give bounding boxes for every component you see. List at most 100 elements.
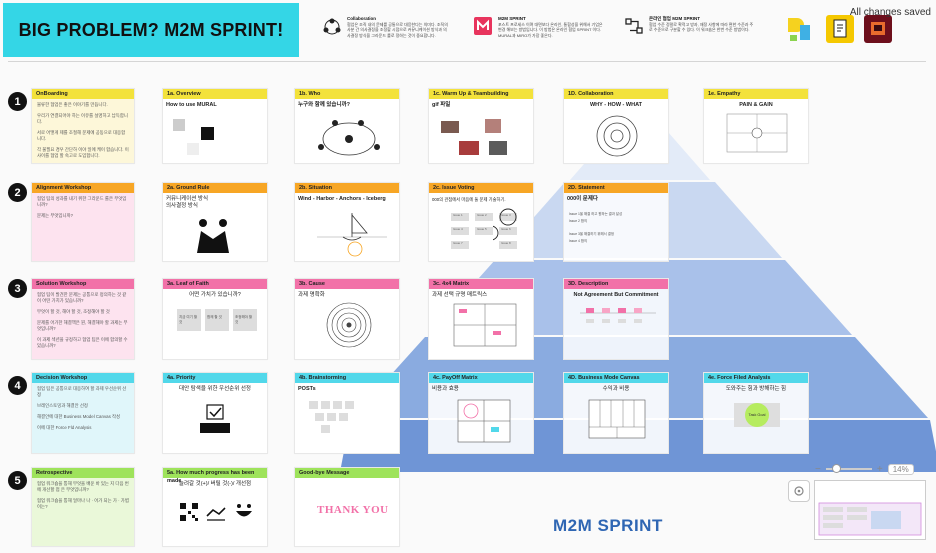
card-subtitle: 000이 문제다 <box>567 196 598 202</box>
card-subtitle: WHY - HOW - WHAT <box>589 102 643 108</box>
post-it <box>309 401 318 409</box>
card-line: 협업 팀의 성과를 내기 위한 그라운드 룰은 무엇입니까? <box>37 196 127 207</box>
zoom-slider-thumb[interactable] <box>831 464 841 473</box>
activity-card-2c[interactable]: 2c. Issue Voting 000의 관점에서 마음에 둘 문제 기술하기… <box>428 182 534 262</box>
activity-card-2d[interactable]: 2D. Statement 000이 문제다 Issue 1을 해결 하고 원하… <box>563 182 669 262</box>
card-tag: 3b. Cause <box>295 279 399 289</box>
activity-card-1b[interactable]: 1b. Who 누구와 함께 있습니까? <box>294 88 400 164</box>
activity-card-4c[interactable]: 4c. PayOff Matrix 비용과 효용 <box>428 372 534 454</box>
vote-circle <box>493 208 517 241</box>
step-number: 2 <box>8 183 27 202</box>
pyramid-label: M2M SPRINT <box>553 516 663 535</box>
activity-card-3b[interactable]: 3b. Cause 과제 명확화 <box>294 278 400 360</box>
activity-card-4e[interactable]: 4e. Force Filed Analysis 도와주는 힘과 방해하는 힘 … <box>703 372 809 454</box>
step-number: 3 <box>8 279 27 298</box>
card-line: 협업 팀이 발견한 문제는 공통으로 정의하는 것 같이 어떤 가치가 있습니까… <box>37 292 127 303</box>
fit-view-icon <box>794 486 804 496</box>
activity-card-1c[interactable]: 1c. Warm Up & Teambuilding gif 파일 <box>428 88 534 164</box>
card-tag: Good-bye Message <box>295 468 399 478</box>
card-line: 이에 대한 Force Fld Analysis <box>37 425 92 430</box>
post-it <box>321 401 330 409</box>
activity-card-1e[interactable]: 1e. Empathy PAIN & GAIN <box>703 88 809 164</box>
people-network-icon <box>323 18 341 35</box>
issue-sticky: Issue 7 <box>451 241 469 249</box>
card-subtitle: 늘려갈 것(+)/ 버릴 것(-)/ 개선점 <box>178 481 252 487</box>
save-status: All changes saved <box>849 7 931 18</box>
card-line: 이 과제 섹션을 규정하고 협업 팀은 이에 합의할 수 있습니까? <box>37 337 128 348</box>
decision-card[interactable]: Decision Workshop 협업 팀은 공통으로 대응하여 할 과제 우… <box>31 372 135 454</box>
minimap[interactable] <box>814 480 926 540</box>
card-subtitle: Wind - Harbor - Anchors - Iceberg <box>298 196 386 202</box>
step-number: 1 <box>8 92 27 111</box>
alignment-card[interactable]: Alignment Workshop 협업 팀의 성과를 내기 위한 그라운드 … <box>31 182 135 262</box>
card-line: 협업 팀은 공통으로 대응하여 할 과제 우선순위 선정 <box>37 386 127 397</box>
notebook-icon[interactable] <box>826 15 854 43</box>
activity-card-2a[interactable]: 2a. Ground Rule 커뮤니케이션 방식 의사결정 방식 <box>162 182 268 262</box>
post-it <box>315 413 324 421</box>
activity-card-goodbye[interactable]: Good-bye Message THANK YOU <box>294 467 400 547</box>
gif-thumbnail <box>485 119 501 133</box>
card-line: 협업 워크숍을 통해 무엇을 배운 바 있는 지 다음 번에 개선할 점 은 무… <box>37 481 129 492</box>
zoom-slider[interactable] <box>825 464 872 473</box>
activity-card-4a[interactable]: 4a. Priority 대안 탐색을 위한 우선순위 선정 <box>162 372 268 454</box>
solution-card[interactable]: Solution Workshop 협업 팀이 발견한 문제는 공통으로 정의하… <box>31 278 135 360</box>
activity-card-2b[interactable]: 2b. Situation Wind - Harbor - Anchors - … <box>294 182 400 262</box>
profile-avatar-icon[interactable] <box>864 15 892 43</box>
card-tag: 1e. Empathy <box>704 89 808 99</box>
card-subtitle: Not Agreement But Commitment <box>573 292 659 298</box>
zoom-in-button[interactable]: + <box>876 463 883 475</box>
activity-card-4b[interactable]: 4b. Brainstorming POSTs <box>294 372 400 454</box>
commitment-timeline <box>580 308 656 323</box>
activity-card-1a[interactable]: 1a. Overview How to use MURAL <box>162 88 268 164</box>
card-line: 해결안에 대한 Business Model Canvas 작성 <box>37 414 121 419</box>
zoom-out-button[interactable]: − <box>815 463 821 475</box>
zoom-level[interactable]: 14% <box>887 463 914 475</box>
card-subtitle: How to use MURAL <box>166 102 217 108</box>
activity-card-3c[interactable]: 3c. 4x4 Matrix 과제 선택 규명 매트릭스 <box>428 278 534 360</box>
legend-text: 포스트 프로세스 이며 대면보다 온라인, 통합성을 위해서 기업은 변경 해보… <box>498 21 603 38</box>
card-title: Alignment Workshop <box>32 183 134 193</box>
retrospective-card[interactable]: Retrospective 협업 워크숍을 통해 무엇을 배운 바 있는 지 다… <box>31 467 135 547</box>
card-subtitle: POSTs <box>298 386 316 392</box>
post-it <box>339 413 348 421</box>
card-tag: 2a. Ground Rule <box>163 183 267 193</box>
legend-title: Collaboration <box>347 16 376 21</box>
activity-card-4d[interactable]: 4D. Business Mode Canvas 수익과 비용 <box>563 372 669 454</box>
thank-you-text: THANK YOU <box>317 504 389 516</box>
card-tag: 4b. Brainstorming <box>295 373 399 383</box>
statement-line: Issue 2 합의 <box>569 219 588 223</box>
statement-line: Issue 4 합의 <box>569 239 588 243</box>
golden-circle-diagram <box>596 115 638 157</box>
card-line: 무엇이 할 것, 해야 할 것, 조정해야 할 것 <box>37 309 110 314</box>
sailboat-diagram <box>317 213 387 257</box>
issue-sticky: Issue 2 <box>475 213 493 221</box>
legend-title: M2M SPRINT <box>498 16 526 21</box>
card-subtitle: 대안 탐색을 위한 우선순위 선정 <box>179 386 251 392</box>
header-divider <box>8 61 926 62</box>
activity-card-1d[interactable]: 1D. Collaboration WHY - HOW - WHAT <box>563 88 669 164</box>
onboarding-card[interactable]: OnBoarding 불류한 협업은 좋은 이야기를 만듭니다. 우리가 연결되… <box>31 88 135 164</box>
card-subtitle: 비용과 효용 <box>432 386 459 392</box>
issue-sticky: Issue 8 <box>499 241 517 249</box>
card-subtitle: 커뮤니케이션 방식 의사결정 방식 <box>166 196 209 209</box>
card-tag: 2b. Situation <box>295 183 399 193</box>
card-title: Decision Workshop <box>32 373 134 383</box>
activity-card-5a[interactable]: 5a. How much progress has been made 늘려갈 … <box>162 467 268 547</box>
card-line: 불류한 협업은 좋은 이야기를 만듭니다. <box>37 102 108 107</box>
business-model-canvas-diagram <box>588 399 646 439</box>
card-tag: 5a. How much progress has been made <box>163 468 267 484</box>
card-subtitle: 과제 선택 규명 매트릭스 <box>432 292 488 298</box>
activity-card-3d[interactable]: 3D. Description Not Agreement But Commit… <box>563 278 669 360</box>
legend-text: 협업은 조직 내의 문제를 공통으로 대응한다는 의미다. 조직의 사분 간 의… <box>347 21 448 38</box>
task-goal-circle: Task Goal <box>745 403 769 427</box>
activity-card-3a[interactable]: 3a. Leaf of Faith 어떤 가치가 있습니까? 지금 여기 할 것… <box>162 278 268 360</box>
card-line: 브레인스토밍과 해결안 선정 <box>37 403 88 408</box>
light-square <box>187 143 199 155</box>
brand-logo-icon[interactable] <box>785 15 813 43</box>
card-tag: 1a. Overview <box>163 89 267 99</box>
issue-sticky: Issue 3 <box>499 213 517 221</box>
fit-view-button[interactable] <box>788 480 810 502</box>
card-subtitle: 도와주는 힘과 방해하는 힘 <box>725 386 787 392</box>
